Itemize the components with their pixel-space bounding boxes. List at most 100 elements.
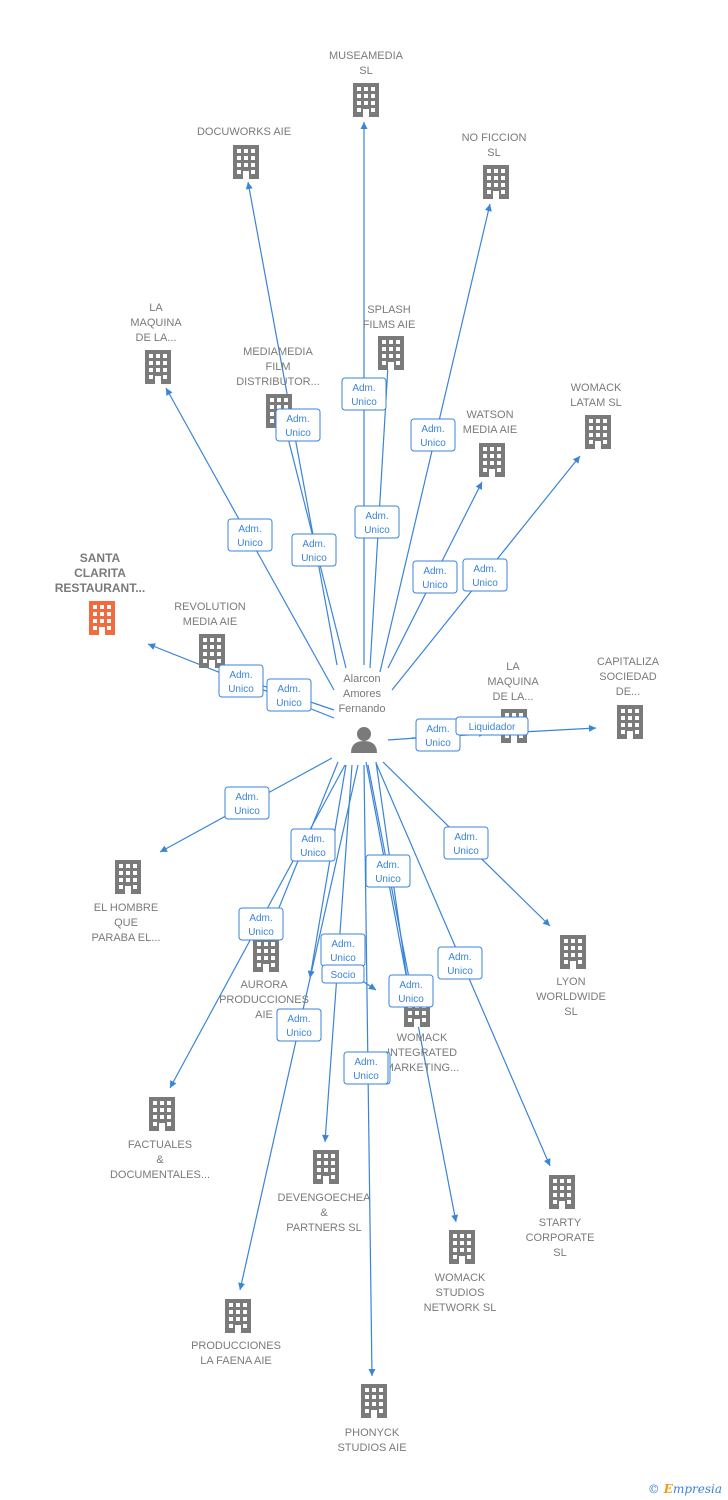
relation-label-box bbox=[462, 558, 508, 592]
company-label-line: SANTA bbox=[80, 551, 121, 565]
company-label-line: AIE bbox=[255, 1009, 273, 1021]
relation-label-text: Unico bbox=[237, 538, 263, 549]
relation-label-text: Unico bbox=[228, 684, 254, 695]
building-icon bbox=[313, 1150, 339, 1184]
relation-label-text: Adm. bbox=[448, 952, 471, 963]
relation-label-devengoechea-0[interactable]: Adm.Unico bbox=[320, 933, 366, 967]
company-label-line: DE LA... bbox=[136, 332, 177, 344]
relation-label-elhombre-0[interactable]: Adm.Unico bbox=[224, 786, 270, 820]
company-label-line: QUE bbox=[114, 917, 138, 929]
relation-label-splash-0[interactable]: Adm.Unico bbox=[354, 505, 400, 539]
relation-label-text: Unico bbox=[276, 698, 302, 709]
arrow-head-aurora-1 bbox=[170, 1080, 177, 1088]
relation-label-text: Adm. bbox=[301, 834, 324, 845]
company-label-line: PARABA EL... bbox=[92, 932, 161, 944]
company-label-line: DE LA... bbox=[493, 691, 534, 703]
building-icon bbox=[233, 145, 259, 179]
brand-name: mpresia bbox=[672, 1482, 722, 1496]
relation-label-womacklatam-0[interactable]: Adm.Unico bbox=[462, 558, 508, 592]
company-node-factuales[interactable]: FACTUALES&DOCUMENTALES... bbox=[110, 1097, 210, 1181]
relation-label-aurora-1[interactable]: Adm.Unico bbox=[238, 907, 284, 941]
relation-label-text: Unico bbox=[285, 428, 311, 439]
relation-label-box bbox=[276, 1008, 322, 1042]
company-label-line: CLARITA bbox=[74, 566, 126, 580]
building-icon bbox=[479, 443, 505, 477]
company-label-line: SL bbox=[359, 65, 372, 77]
relation-label-docuworks-0[interactable]: Adm.Unico bbox=[291, 533, 337, 567]
building-icon bbox=[149, 1097, 175, 1131]
arrow-head-devengoechea-1 bbox=[368, 983, 376, 990]
center-person-node[interactable]: Alarcon Amores Fernando bbox=[338, 673, 386, 753]
relation-label-text: Unico bbox=[447, 966, 473, 977]
relation-label-aurora-0[interactable]: Adm.Unico bbox=[290, 828, 336, 862]
company-node-docuworks[interactable]: DOCUWORKS AIE bbox=[197, 126, 291, 179]
relation-label-lamaquina2-0[interactable]: Adm.Unico bbox=[415, 718, 461, 752]
building-icon bbox=[449, 1230, 475, 1264]
relation-label-lyon-0[interactable]: Adm.Unico bbox=[443, 826, 489, 860]
company-node-womackintegrated[interactable]: WOMACKINTEGRATEDMARKETING... bbox=[385, 993, 460, 1074]
relation-label-womackintegrated-1[interactable]: Adm.Unico bbox=[388, 974, 434, 1008]
relation-label-capitaliza-0[interactable]: Liquidador bbox=[455, 716, 529, 736]
relation-label-starty-0[interactable]: Adm. Unico bbox=[437, 946, 483, 980]
relation-label-text: Adm. bbox=[421, 424, 444, 435]
company-label-line: PRODUCCIONES bbox=[191, 1340, 281, 1352]
relation-label-box bbox=[238, 907, 284, 941]
company-node-devengoechea[interactable]: DEVENGOECHEA&PARTNERS SL bbox=[278, 1150, 372, 1234]
copyright-symbol: © bbox=[647, 1482, 660, 1496]
arrow-head-watson-0 bbox=[475, 482, 482, 490]
arrow-head-docuworks-0 bbox=[245, 182, 253, 190]
building-icon bbox=[378, 336, 404, 370]
company-label-line: SPLASH bbox=[367, 304, 410, 316]
relation-label-text: Unico bbox=[375, 874, 401, 885]
relation-label-devengoechea-1[interactable]: Socio bbox=[321, 964, 365, 984]
relation-label-box bbox=[341, 377, 387, 411]
relation-label-santaclarita-0[interactable]: Adm.Unico bbox=[266, 678, 312, 712]
relation-label-box bbox=[437, 946, 483, 980]
relation-label-revolution-0[interactable]: Adm. Unico bbox=[218, 664, 264, 698]
relation-label-text: Adm. bbox=[229, 670, 252, 681]
relation-label-text: Unico bbox=[422, 580, 448, 591]
relation-label-box bbox=[455, 716, 529, 736]
building-icon bbox=[199, 634, 225, 668]
relation-label-lamaquina1-0[interactable]: Adm.Unico bbox=[227, 518, 273, 552]
relation-label-noficcion-0[interactable]: Adm.Unico bbox=[410, 418, 456, 452]
relation-label-lafaena-0[interactable]: Adm.Unico bbox=[276, 1008, 322, 1042]
company-label-line: WOMACK bbox=[571, 382, 622, 394]
company-label-line: SL bbox=[487, 147, 500, 159]
relation-label-text: Adm. bbox=[376, 860, 399, 871]
company-label-line: SL bbox=[553, 1247, 566, 1259]
company-node-mediamedia[interactable]: MEDIAMEDIAFILMDISTRIBUTOR... bbox=[236, 346, 320, 428]
company-node-santaclarita[interactable]: SANTACLARITARESTAURANT... bbox=[55, 551, 145, 635]
building-icon bbox=[560, 935, 586, 969]
company-label-line: MAQUINA bbox=[487, 676, 539, 688]
company-node-capitaliza[interactable]: CAPITALIZASOCIEDADDE... bbox=[597, 656, 660, 739]
company-label-line: AURORA bbox=[240, 979, 288, 991]
company-label-line: MAQUINA bbox=[130, 317, 182, 329]
relation-label-text: Unico bbox=[301, 553, 327, 564]
company-label-line: WORLDWIDE bbox=[536, 991, 606, 1003]
relation-label-womackintegrated-0[interactable]: Adm. Unico bbox=[365, 854, 411, 888]
relation-label-watson-0[interactable]: Adm.Unico bbox=[412, 560, 458, 594]
relation-label-mediamedia-0[interactable]: Adm.Unico bbox=[275, 408, 321, 442]
arrow-head-noficcion-0 bbox=[484, 204, 492, 212]
relation-label-phonyck-0[interactable]: Adm.Unico bbox=[343, 1051, 389, 1085]
relation-label-museamedia-0[interactable]: Adm.Unico bbox=[341, 377, 387, 411]
relation-label-text: Adm. bbox=[235, 792, 258, 803]
company-label-line: DE... bbox=[616, 686, 640, 698]
